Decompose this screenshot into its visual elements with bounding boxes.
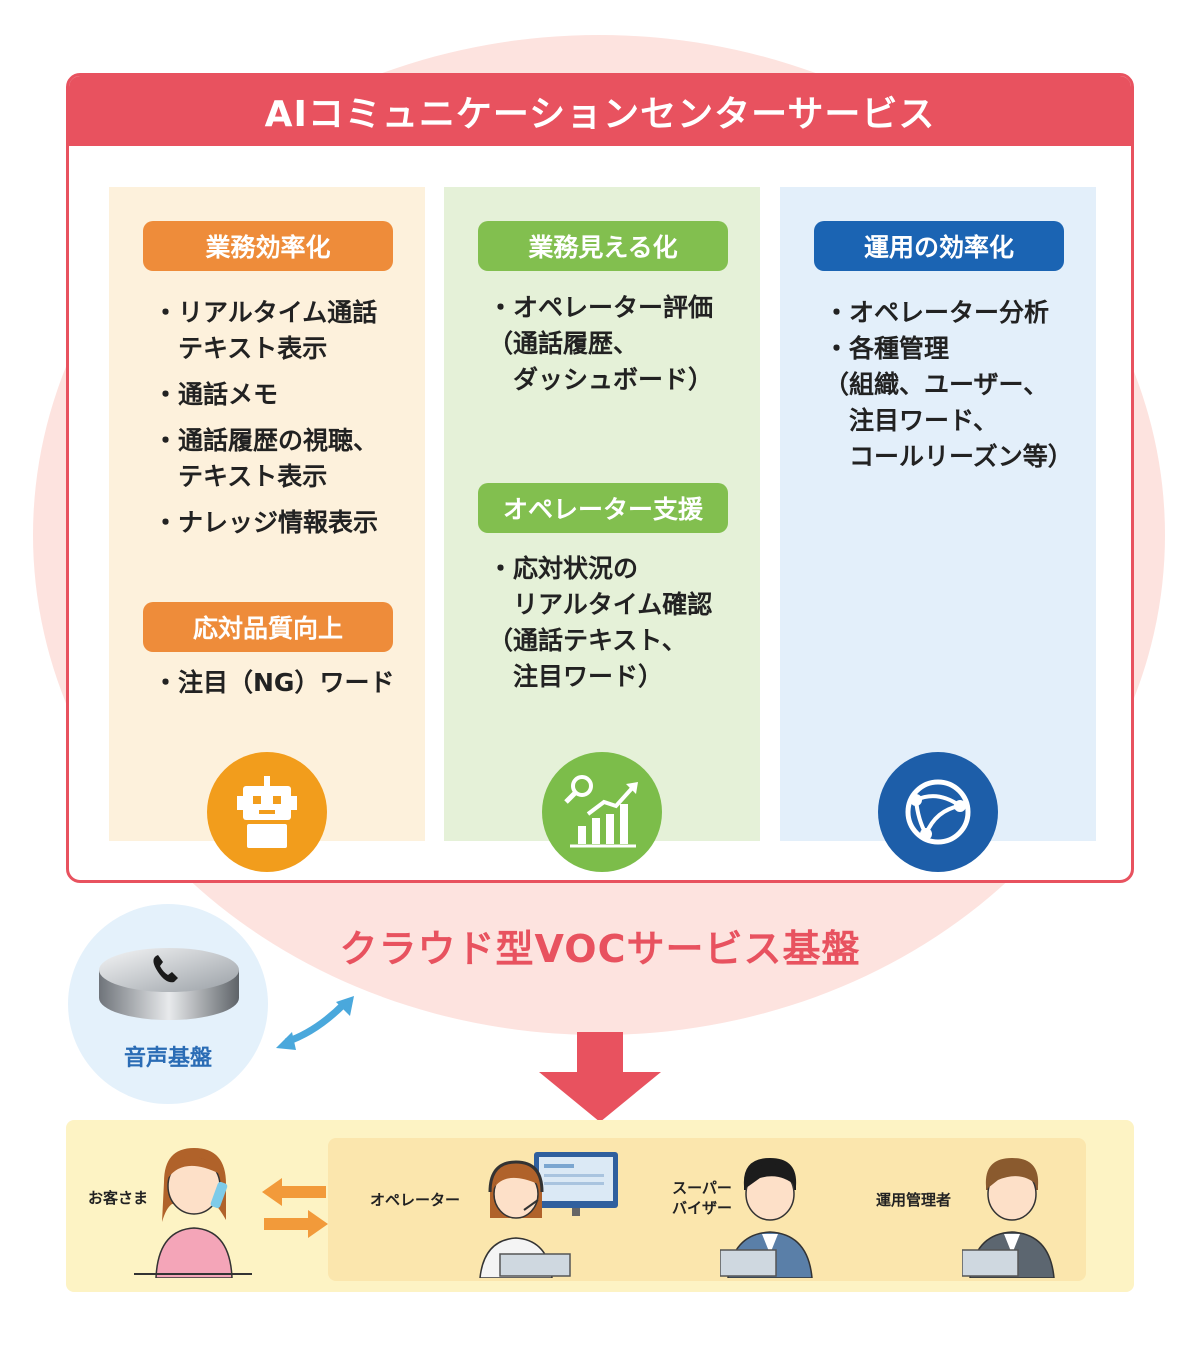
down-arrow-icon bbox=[539, 1032, 661, 1122]
voice-platform-circle: 音声基盤 bbox=[68, 904, 268, 1104]
column-operation-efficiency: 運用の効率化 ・オペレーター分析 ・各種管理 （組織、ユーザー、 注目ワード、 … bbox=[780, 187, 1096, 872]
list-item: ・応対状況の リアルタイム確認 （通話テキスト、 注目ワード） bbox=[488, 554, 713, 691]
list-item: ・リアルタイム通話 テキスト表示 bbox=[153, 298, 378, 363]
list-item: ・通話履歴の視聴、 テキスト表示 bbox=[153, 426, 379, 491]
exchange-arrows-icon bbox=[262, 1178, 328, 1238]
contact-center-panel: オペレーター スーパー バイザー 運用管理者 bbox=[328, 1138, 1086, 1281]
growth-chart-icon bbox=[542, 752, 662, 872]
list-item: ・注目（NG）ワード bbox=[153, 668, 395, 697]
bidirectional-arrow-icon bbox=[276, 996, 354, 1050]
cloud-voc-platform-label: クラウド型VOCサービス基盤 bbox=[339, 927, 861, 971]
column-work-efficiency: 業務効率化 ・リアルタイム通話 テキスト表示 ・通話メモ ・通話履歴の視聴、 テ… bbox=[109, 187, 425, 872]
list-item: ・オペレーター分析 bbox=[824, 298, 1050, 327]
item-list: ・注目（NG）ワード bbox=[153, 665, 417, 711]
section-title: 運用の効率化 bbox=[814, 221, 1064, 271]
section-title: 業務効率化 bbox=[143, 221, 393, 271]
ai-communication-center-service-box: AIコミュニケーションセンターサービス 業務効率化 ・リアルタイム通話 テキスト… bbox=[66, 73, 1134, 883]
voice-server-icon bbox=[99, 948, 239, 1020]
customer-figure bbox=[134, 1148, 252, 1278]
list-item: ・オペレーター評価 （通話履歴、 ダッシュボード） bbox=[488, 293, 714, 394]
section-title: 応対品質向上 bbox=[143, 602, 393, 652]
item-list: ・オペレーター評価 （通話履歴、 ダッシュボード） bbox=[488, 290, 752, 408]
network-globe-icon bbox=[878, 752, 998, 872]
operator-label: オペレーター bbox=[370, 1191, 461, 1209]
section-title: オペレーター支援 bbox=[478, 483, 728, 533]
users-area: お客さま オペレーター bbox=[66, 1120, 1134, 1292]
list-item: ・各種管理 （組織、ユーザー、 注目ワード、 コールリーズン等） bbox=[824, 334, 1073, 471]
item-list: ・応対状況の リアルタイム確認 （通話テキスト、 注目ワード） bbox=[488, 551, 752, 705]
list-item: ・ナレッジ情報表示 bbox=[153, 508, 379, 537]
service-title: AIコミュニケーションセンターサービス bbox=[69, 76, 1131, 146]
item-list: ・オペレーター分析 ・各種管理 （組織、ユーザー、 注目ワード、 コールリーズン… bbox=[824, 295, 1088, 485]
list-item: ・通話メモ bbox=[153, 380, 279, 409]
item-list: ・リアルタイム通話 テキスト表示 ・通話メモ ・通話履歴の視聴、 テキスト表示 … bbox=[153, 295, 417, 551]
column-work-visualization: 業務見える化 ・オペレーター評価 （通話履歴、 ダッシュボード） オペレーター支… bbox=[444, 187, 760, 872]
section-title: 業務見える化 bbox=[478, 221, 728, 271]
voice-platform-label: 音声基盤 bbox=[123, 1046, 212, 1071]
supervisor-figure bbox=[720, 1158, 813, 1278]
operator-figure bbox=[479, 1152, 618, 1278]
robot-icon bbox=[207, 752, 327, 872]
supervisor-label: スーパー バイザー bbox=[672, 1179, 733, 1217]
customer-label: お客さま bbox=[88, 1189, 149, 1207]
admin-label: 運用管理者 bbox=[876, 1191, 952, 1209]
admin-figure bbox=[962, 1158, 1055, 1278]
